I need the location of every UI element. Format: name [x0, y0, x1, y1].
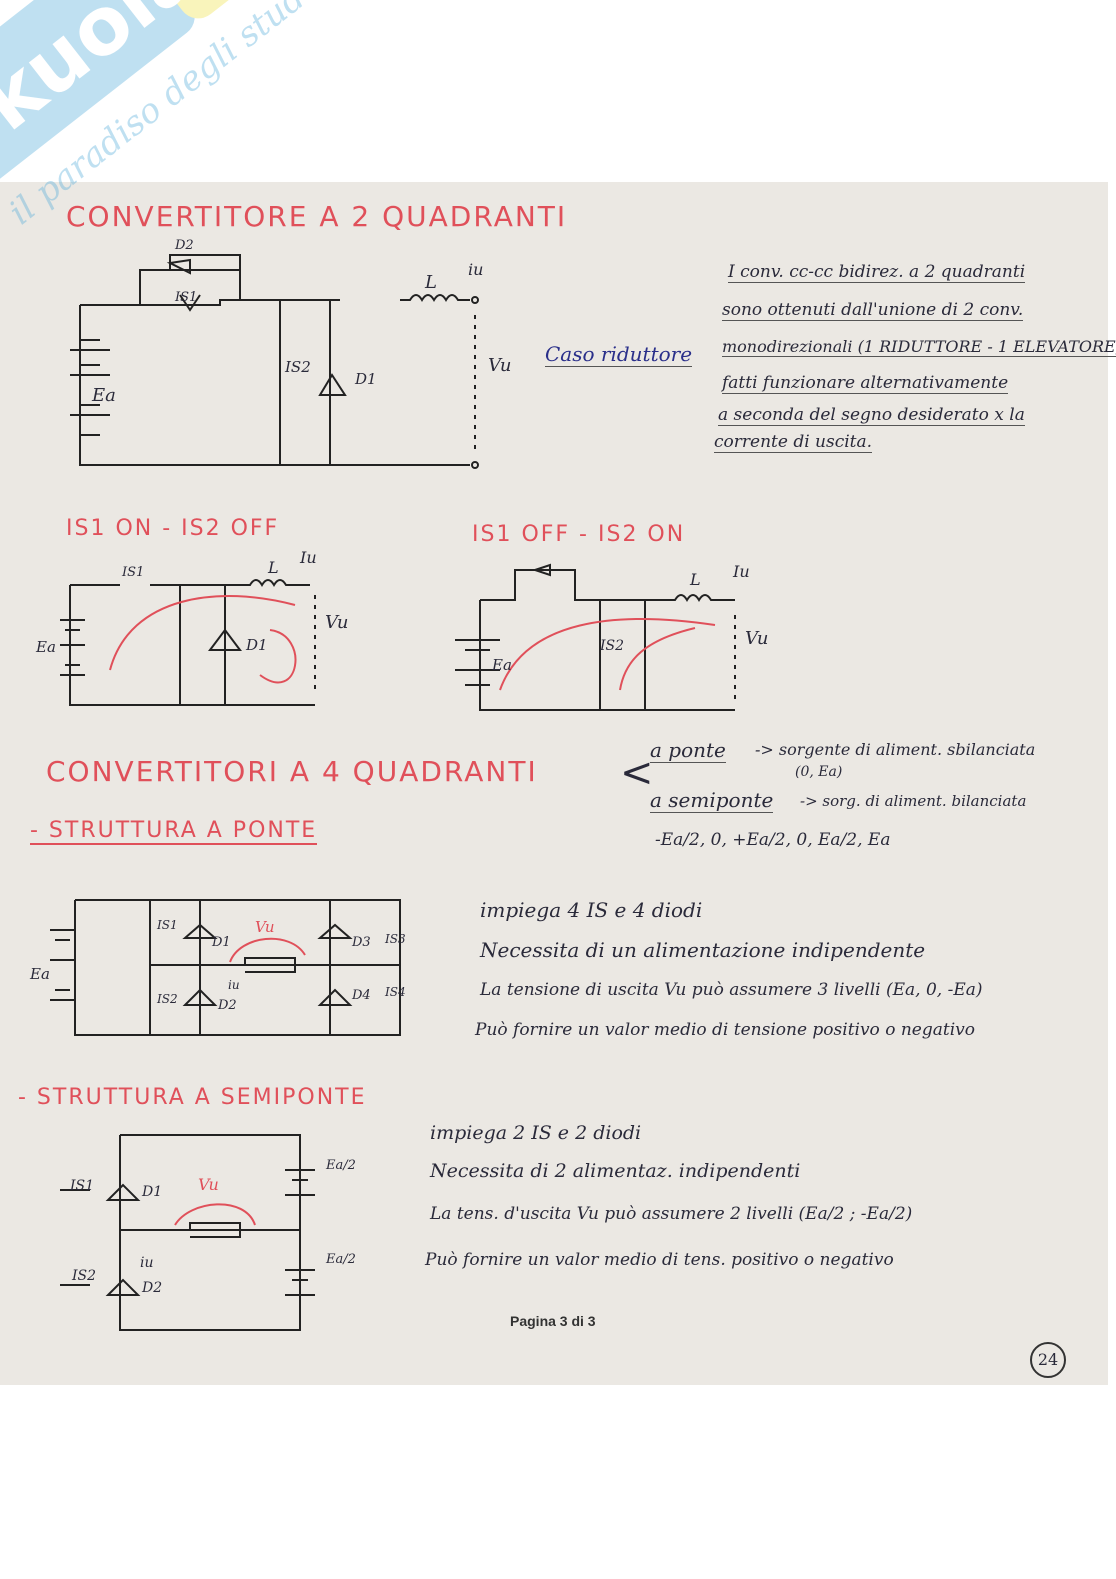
bullet: Necessita di un alimentazione indipenden…	[480, 938, 926, 962]
label-is2: IS2	[72, 1268, 97, 1284]
label-ea: Ea	[492, 656, 512, 674]
label-l: L	[425, 272, 437, 293]
halfbridge-title: - STRUTTURA A SEMIPONTE	[18, 1085, 367, 1110]
label-l: L	[268, 558, 279, 577]
label-d3: D3	[352, 935, 371, 950]
label-vu: Vu	[255, 918, 275, 936]
circuit-is1-on	[60, 579, 316, 706]
label-is1: IS1	[175, 290, 198, 305]
sheet-number: 24	[1030, 1342, 1066, 1378]
label-vu: Vu	[745, 628, 769, 649]
label-d1: D1	[246, 636, 268, 654]
label-is3: IS3	[385, 932, 406, 946]
description-line: a seconda del segno desiderato x la	[718, 405, 1025, 426]
label-d1: D1	[212, 935, 231, 950]
label-iu: Iu	[300, 548, 317, 567]
label-vu: Vu	[198, 1175, 219, 1194]
label-iu: iu	[140, 1255, 154, 1271]
description-line: sono ottenuti dall'unione di 2 conv.	[722, 300, 1024, 321]
bullet: Necessita di 2 alimentaz. indipendenti	[430, 1160, 801, 1182]
description-line: fatti funzionare alternativamente	[722, 373, 1009, 394]
bullet: impiega 4 IS e 4 diodi	[480, 898, 703, 922]
label-vu: Vu	[325, 612, 349, 633]
bullet: La tens. d'uscita Vu può assumere 2 live…	[430, 1204, 913, 1224]
case-label: Caso riduttore	[545, 342, 693, 367]
label-d2: D2	[175, 238, 194, 253]
bridge-title: - STRUTTURA A PONTE	[30, 818, 318, 845]
label-is2: IS2	[285, 358, 311, 376]
branch-ponte-desc: -> sorgente di aliment. sbilanciata	[755, 740, 1036, 759]
label-ea: Ea	[92, 385, 116, 406]
description-line: corrente di uscita.	[714, 432, 873, 453]
circuit-2-quadranti	[70, 254, 479, 469]
label-iu: iu	[228, 978, 240, 992]
section-title-4-quadranti: CONVERTITORI A 4 QUADRANTI	[46, 755, 538, 788]
branch-ponte: a ponte	[650, 738, 726, 763]
circuit-halfbridge	[60, 1134, 315, 1331]
label-iu: iu	[468, 260, 484, 279]
label-is2: IS2	[157, 992, 178, 1006]
branch-semiponte: a semiponte	[650, 788, 774, 813]
label-is2: IS2	[600, 638, 625, 654]
circuit-bridge	[50, 899, 401, 1036]
state-right-title: IS1 OFF - IS2 ON	[472, 522, 686, 547]
branch-semiponte-desc: -> sorg. di aliment. bilanciata	[800, 792, 1027, 810]
section-title-2-quadranti: CONVERTITORE A 2 QUADRANTI	[66, 200, 568, 233]
bullet: Può fornire un valor medio di tensione p…	[475, 1020, 975, 1040]
label-ea-half: Ea/2	[326, 1252, 356, 1267]
bullet: Può fornire un valor medio di tens. posi…	[425, 1250, 894, 1270]
label-l: L	[690, 570, 701, 589]
page-number: Pagina 3 di 3	[510, 1313, 596, 1329]
label-d1: D1	[355, 370, 377, 388]
label-iu: Iu	[733, 562, 750, 581]
label-is1: IS1	[122, 565, 145, 580]
label-is1: IS1	[157, 918, 178, 932]
label-ea: Ea	[30, 965, 50, 983]
description-line: monodirezionali (1 RIDUTTORE - 1 ELEVATO…	[722, 337, 1116, 357]
brace: <	[620, 750, 654, 796]
label-is1: IS1	[70, 1178, 95, 1194]
branch-ponte-values: (0, Ea)	[795, 764, 843, 780]
state-left-title: IS1 ON - IS2 OFF	[66, 516, 280, 541]
label-ea: Ea	[36, 638, 56, 656]
label-d2: D2	[142, 1280, 163, 1296]
label-d1: D1	[142, 1184, 163, 1200]
branch-semiponte-values: -Ea/2, 0, +Ea/2, 0, Ea/2, Ea	[655, 830, 891, 850]
bullet: La tensione di uscita Vu può assumere 3 …	[480, 980, 983, 1000]
label-is4: IS4	[385, 985, 406, 999]
circuit-is2-on	[455, 563, 736, 711]
label-vu: Vu	[488, 355, 512, 376]
description-line: I conv. cc-cc bidirez. a 2 quadranti	[728, 262, 1026, 283]
notebook-page	[0, 182, 1108, 1385]
label-ea-half: Ea/2	[326, 1158, 356, 1173]
bullet: impiega 2 IS e 2 diodi	[430, 1122, 642, 1144]
label-d4: D4	[352, 988, 371, 1003]
label-d2: D2	[218, 998, 237, 1013]
